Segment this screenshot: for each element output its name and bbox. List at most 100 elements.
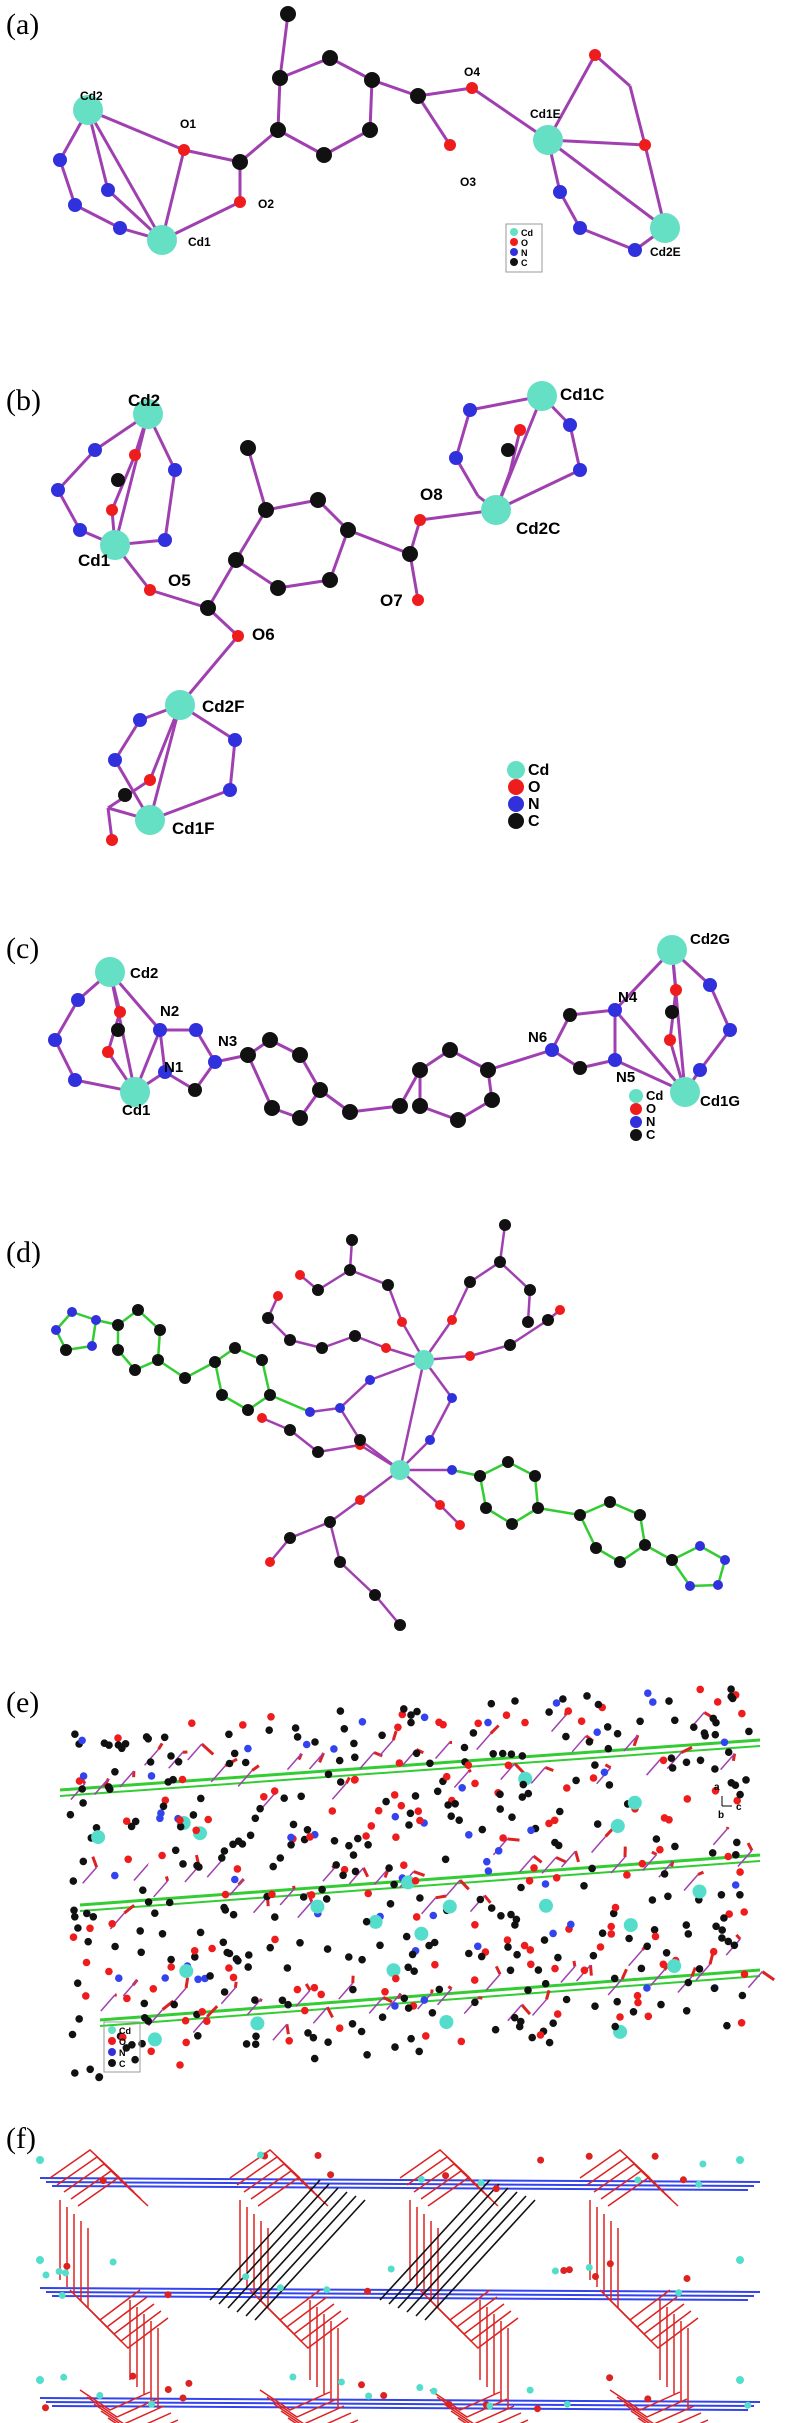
- atom-o: [234, 196, 246, 208]
- axis-indicator: a b c: [714, 1782, 742, 1821]
- atom-n: [53, 153, 67, 167]
- atom-c: [480, 1062, 496, 1078]
- atom-n: [463, 403, 477, 417]
- atom-n: [158, 1065, 172, 1079]
- atom-n: [133, 713, 147, 727]
- label-cd2: Cd2: [80, 89, 103, 103]
- atom-cd: [165, 690, 195, 720]
- atom-o: [381, 1343, 391, 1353]
- atom-c: [272, 70, 288, 86]
- legend-b: Cd O N C: [507, 761, 549, 830]
- atom-n: [608, 1053, 622, 1067]
- atom-n: [365, 1375, 375, 1385]
- atom-n: [685, 1581, 695, 1591]
- label-cd1c: Cd1C: [560, 385, 604, 404]
- panel-f-label: (f): [6, 2122, 36, 2155]
- label-n3: N3: [218, 1033, 237, 1050]
- atom-n: [608, 1003, 622, 1017]
- atom-c: [292, 1047, 308, 1063]
- label-cd2f: Cd2F: [202, 697, 245, 716]
- panel-e: (e) a b c Cd O N C: [6, 1685, 776, 2082]
- panel-c: (c): [6, 931, 740, 1142]
- atom-n: [113, 221, 127, 235]
- legend-c: C: [646, 1127, 656, 1142]
- atom-o: [455, 1520, 465, 1530]
- atom-o: [144, 584, 156, 596]
- atom-o: [129, 449, 141, 461]
- atom-c: [312, 1082, 328, 1098]
- atom-n: [305, 1407, 315, 1417]
- label-cd1g: Cd1G: [700, 1093, 740, 1110]
- atom-o: [435, 1500, 445, 1510]
- legend-cd: Cd: [528, 762, 549, 779]
- atom-n: [693, 1063, 707, 1077]
- atom-o: [447, 1315, 457, 1325]
- atom-c: [412, 1062, 428, 1078]
- atom-c: [270, 580, 286, 596]
- atom-cd: [414, 1350, 434, 1370]
- atom-c: [118, 788, 132, 802]
- atom-o: [257, 1413, 267, 1423]
- panel-b-atoms: [51, 381, 587, 846]
- atom-c: [280, 6, 296, 22]
- atom-c: [410, 88, 426, 104]
- atom-n: [158, 533, 172, 547]
- atom-o: [670, 984, 682, 996]
- label-o1: O1: [180, 117, 196, 131]
- atom-n: [68, 1073, 82, 1087]
- legend-c: Cd O N C: [629, 1088, 663, 1142]
- label-o5: O5: [168, 571, 191, 590]
- axis-a: a: [714, 1782, 720, 1793]
- label-cd2: Cd2: [130, 965, 158, 982]
- atom-cd: [390, 1460, 410, 1480]
- atom-o: [412, 594, 424, 606]
- legend-cd: Cd: [646, 1088, 663, 1103]
- atom-n: [425, 1435, 435, 1445]
- label-o2: O2: [258, 197, 274, 211]
- topology-network: [36, 2149, 761, 2423]
- panel-b-bonds: [56, 394, 582, 841]
- atom-c: [412, 1098, 428, 1114]
- atom-n: [447, 1393, 457, 1403]
- atom-n: [723, 1023, 737, 1037]
- panel-d-carbons: [60, 1219, 678, 1631]
- label-o7: O7: [380, 591, 403, 610]
- atom-c: [563, 1008, 577, 1022]
- atom-c: [316, 147, 332, 163]
- atom-o: [664, 1034, 676, 1046]
- atom-n: [703, 978, 717, 992]
- panel-a-atom-labels: Cd2 Cd1 O1 O2 O3 O4 Cd1E Cd2E: [80, 65, 681, 259]
- atom-cd: [657, 935, 687, 965]
- panel-a-bonds: [58, 13, 667, 252]
- atom-n: [447, 1465, 457, 1475]
- atom-n: [101, 183, 115, 197]
- atom-o: [414, 514, 426, 526]
- legend-o: O: [119, 2037, 126, 2047]
- label-o4: O4: [464, 65, 480, 79]
- atom-o: [273, 1291, 283, 1301]
- label-cd2g: Cd2G: [690, 931, 730, 948]
- atom-cd: [481, 495, 511, 525]
- label-o3: O3: [460, 175, 476, 189]
- legend-n: N: [528, 796, 540, 813]
- atom-c: [364, 72, 380, 88]
- label-n2: N2: [160, 1003, 179, 1020]
- atom-c: [484, 1092, 500, 1108]
- atom-n: [545, 1043, 559, 1057]
- atom-n: [223, 783, 237, 797]
- atom-c: [258, 502, 274, 518]
- panel-d-atoms: [51, 1219, 730, 1631]
- atom-n: [189, 1023, 203, 1037]
- atom-cd: [533, 125, 563, 155]
- atom-c: [310, 492, 326, 508]
- atom-o: [144, 774, 156, 786]
- atom-c: [362, 122, 378, 138]
- atom-c: [232, 154, 248, 170]
- atom-c: [240, 440, 256, 456]
- atom-n: [573, 463, 587, 477]
- atom-o: [265, 1557, 275, 1567]
- atom-n: [695, 1541, 705, 1551]
- atom-n: [553, 185, 567, 199]
